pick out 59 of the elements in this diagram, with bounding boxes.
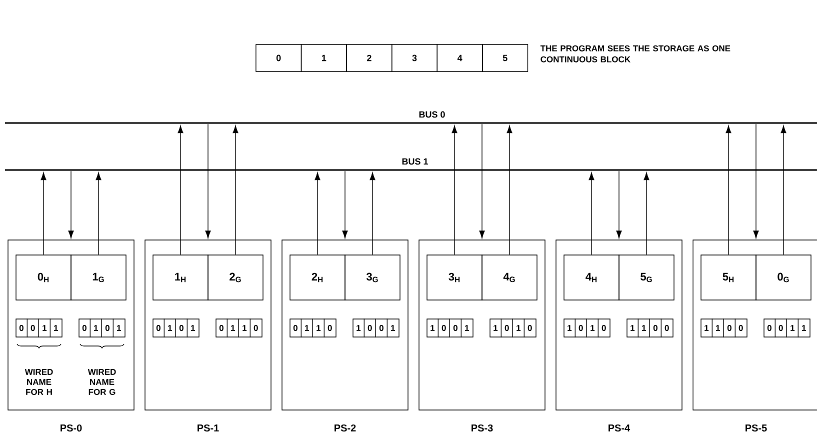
- storage-half: 2$_{G}$: [208, 254, 264, 300]
- arrow: [479, 124, 485, 238]
- wired-name-note: WIRED NAME FOR H: [24, 369, 53, 395]
- arrow: [726, 125, 732, 255]
- processor-label: PS-4: [608, 424, 630, 432]
- arrow: [753, 124, 759, 238]
- processor-label: PS-3: [472, 424, 493, 432]
- storage-half: 2$_{H}$: [290, 254, 346, 300]
- bit-register: 0 0 1 1: [764, 318, 810, 338]
- bit-register: 1 1 0 0: [626, 318, 674, 338]
- arrow: [370, 172, 376, 255]
- storage-half: 0$_{H}$: [16, 254, 72, 300]
- wired-name-note: WIRED NAME FOR G: [88, 369, 116, 395]
- storage-half: 1$_{G}$: [70, 254, 126, 300]
- storage-half: 3$_{G}$: [344, 254, 400, 300]
- arrow: [40, 172, 46, 255]
- arrow: [205, 124, 211, 238]
- arrow: [342, 170, 348, 238]
- bit-register: 0 1 0 1: [152, 318, 200, 338]
- bit-register: 1 0 0 1: [426, 318, 474, 338]
- storage-half: 4$_{G}$: [482, 254, 538, 300]
- arrow: [588, 172, 594, 255]
- arrow: [178, 125, 184, 255]
- processor-label: PS-1: [198, 424, 219, 432]
- arrow: [314, 172, 320, 255]
- arrow: [506, 125, 512, 255]
- arrow: [232, 125, 238, 255]
- processor-label: PS-5: [746, 424, 767, 432]
- bit-register: 0 1 0 1: [78, 318, 126, 338]
- storage-half: 5$_{G}$: [618, 254, 674, 300]
- bus-label: BUS 1: [402, 158, 428, 165]
- bit-register: 0 0 1 1: [16, 318, 62, 338]
- bus-label: BUS 0: [419, 111, 445, 118]
- arrow: [452, 125, 458, 255]
- storage-half: 3$_{H}$: [426, 254, 482, 300]
- bit-register: 0 1 1 0: [290, 318, 336, 338]
- storage-cell: 0: [256, 44, 302, 72]
- storage-half: 1$_{H}$: [152, 254, 208, 300]
- arrow: [96, 172, 102, 255]
- bit-register: 1 1 0 0: [700, 318, 748, 338]
- bit-register: 0 1 1 0: [216, 318, 262, 338]
- storage-cell: 1: [300, 44, 347, 72]
- arrow: [616, 170, 622, 238]
- description-text: THE PROGRAM SEES THE STORAGE AS ONE CONTINUOUS BLOCK: [540, 45, 730, 62]
- storage-cell: 3: [392, 44, 438, 72]
- arrow: [780, 125, 786, 255]
- bit-register: 1 0 1 0: [490, 318, 536, 338]
- storage-half: 5$_{H}$: [700, 254, 756, 300]
- storage-half: 4$_{H}$: [564, 254, 620, 300]
- processor-label: PS-2: [334, 424, 356, 432]
- bit-register: 1 0 0 1: [352, 318, 400, 338]
- storage-cell: 4: [436, 44, 483, 72]
- arrow: [68, 170, 74, 238]
- storage-cell: 2: [346, 44, 392, 72]
- storage-half: 0$_{G}$: [756, 254, 812, 300]
- storage-cell: 5: [482, 44, 528, 72]
- arrow: [644, 172, 650, 255]
- processor-label: PS-0: [60, 424, 82, 432]
- bit-register: 1 0 1 0: [564, 318, 610, 338]
